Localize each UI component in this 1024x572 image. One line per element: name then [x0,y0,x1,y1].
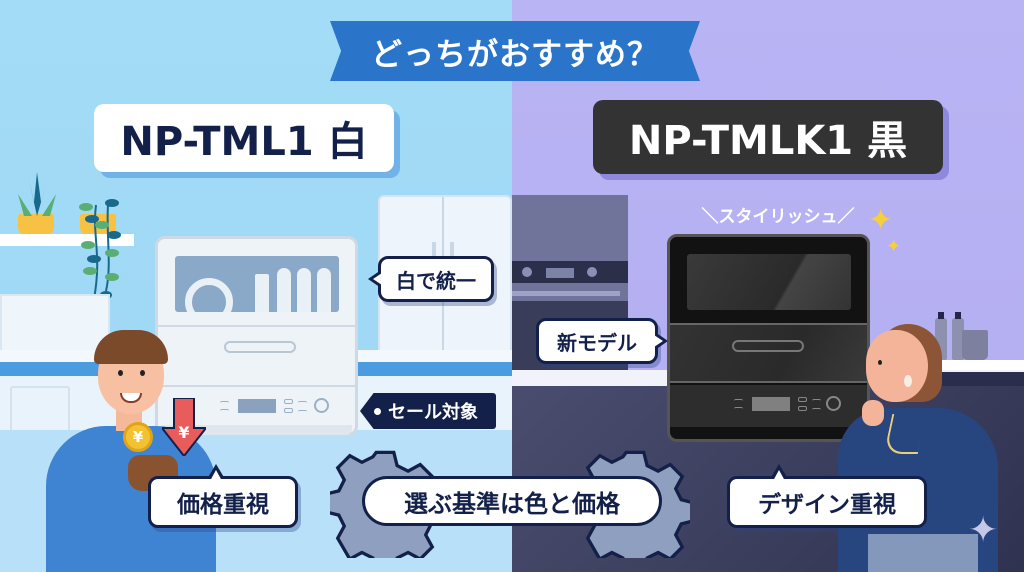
sparkle-corner-icon: ✦ [968,510,999,551]
dish-window [175,256,339,312]
model-card-black: NP-TMLK1 黒 [593,100,943,174]
wall-shelf [930,360,1024,370]
bubble-price-focus: 価格重視 [148,464,298,528]
hanging-vine-plant-icon [79,199,121,300]
earring-icon [904,375,912,387]
bubble-new-model: 新モデル [536,318,668,364]
control-display [752,397,790,411]
coin-symbol: ¥ [132,428,144,446]
sale-tag-text: セール対象 [388,402,478,423]
control-display [238,399,276,413]
bubble-unified-white: 白で統一 [368,256,494,302]
yen-coin-icon: ¥ [123,422,153,452]
banner-title: どっちがおすすめ？ [371,36,659,73]
bubble-text: 価格重視 [177,492,269,518]
price-down-arrow-icon: ¥ [162,398,206,456]
sale-tag: セール対象 [360,393,496,429]
selection-criteria-label: 選ぶ基準は色と価格 [362,476,662,526]
bubble-text: デザイン重視 [758,492,896,518]
kettle-icon [962,330,988,360]
dish-window [687,254,851,310]
criteria-text: 選ぶ基準は色と価格 [404,489,620,518]
stylish-tagline: ＼スタイリッシュ／ [701,207,855,227]
woman-character-face [866,330,928,402]
model-label-black: NP-TMLK1 黒 [628,118,908,164]
woman-hand-on-chin [862,400,884,426]
wall-shelf [0,234,134,246]
bubble-text: 白で統一 [396,268,476,293]
model-card-white: NP-TML1 白 [94,104,394,172]
control-knob [826,396,841,411]
sparkle-icon: ✦ [868,203,894,238]
tag-hole-icon [374,408,381,415]
plant-pot-icon [18,214,54,234]
bubble-design-focus: デザイン重視 [727,464,927,528]
microwave [0,294,110,354]
question-banner: どっちがおすすめ？ [330,21,700,81]
succulent-plant-icon [18,172,56,216]
dishwasher-black [667,234,870,442]
man-hair [94,330,168,364]
model-label-white: NP-TML1 白 [120,119,368,165]
woman-skirt [868,534,978,572]
control-knob [314,398,329,413]
door-handle [732,340,804,352]
door-handle [224,341,296,353]
svg-text:¥: ¥ [178,423,189,442]
sparkle-icon: ✦ [886,236,902,257]
bottle-icon [952,312,964,360]
bubble-text: 新モデル [557,330,637,355]
